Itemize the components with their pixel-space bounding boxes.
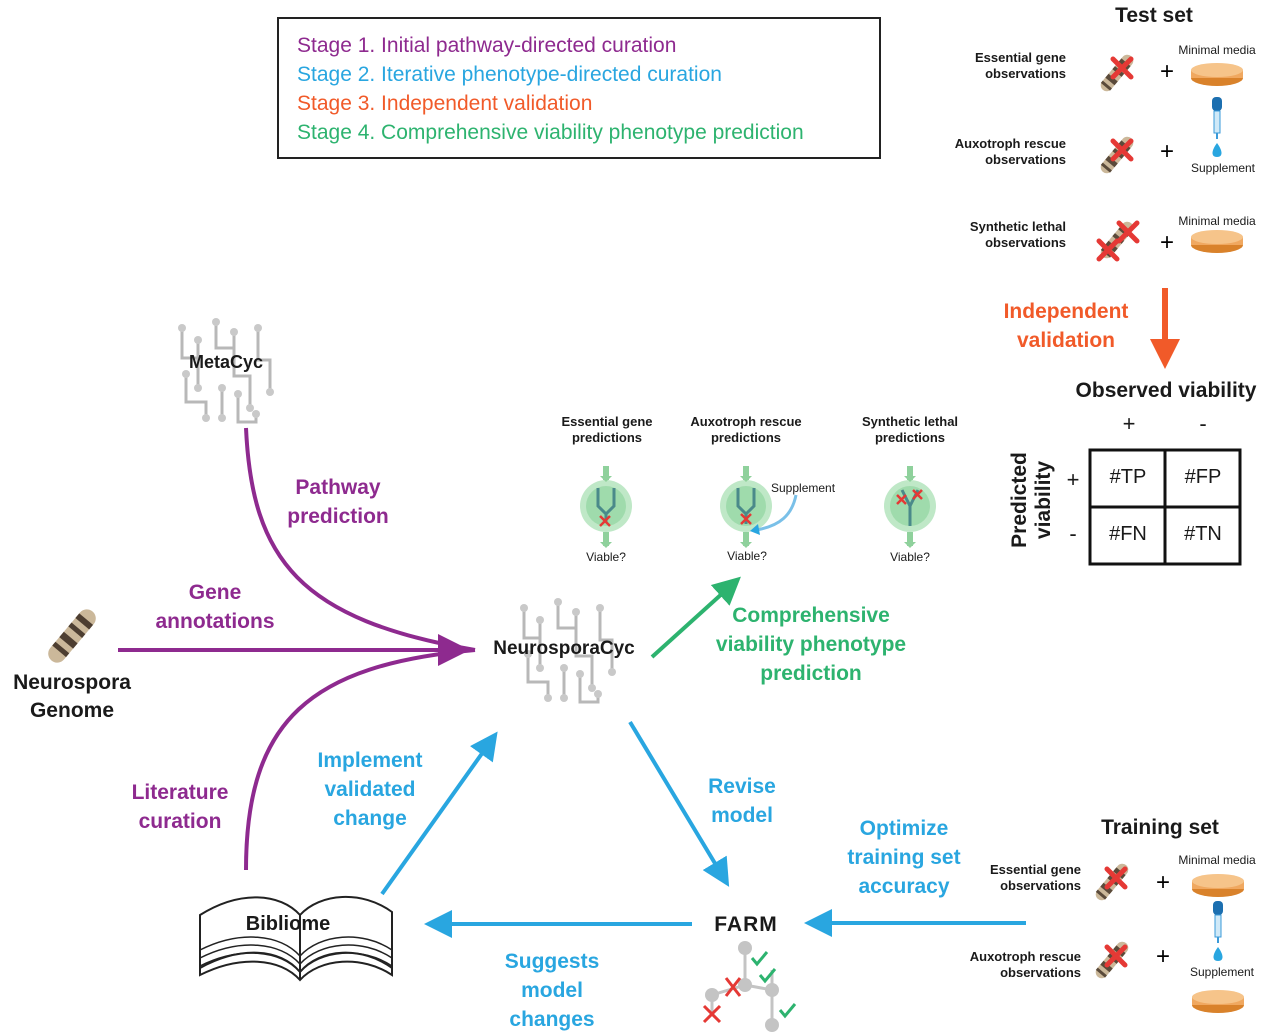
independent-validation-label: Independent validation <box>1003 300 1129 352</box>
confusion-matrix-grid <box>1088 448 1242 566</box>
test-supplement-label: Supplement <box>1190 161 1256 175</box>
test-synthetic-lethal-label: Synthetic lethal observations <box>969 219 1066 250</box>
training-minimal-media-label: Minimal media <box>1178 853 1256 867</box>
true-negative-cell: #TN <box>1184 523 1222 545</box>
pathway-prediction-arrow <box>244 427 476 652</box>
prediction-supplement-label: Supplement <box>771 481 836 495</box>
essential-gene-viable-label: Viable? <box>586 550 626 564</box>
literature-curation-arrow <box>244 648 476 871</box>
metacyc-label: MetaCyc <box>188 352 264 372</box>
revise-model-arrow <box>628 720 730 887</box>
stage-2-label: Stage 2. Iterative phenotype-directed cu… <box>297 63 722 86</box>
test-minimal-media-label-2: Minimal media <box>1178 214 1256 228</box>
false-positive-cell: #FP <box>1184 466 1222 488</box>
auxotroph-rescue-prediction-icon <box>720 466 798 548</box>
stage-3-label: Stage 3. Independent validation <box>297 92 593 115</box>
literature-curation-label: Literature curation <box>131 781 229 833</box>
farm-network-icon <box>702 941 797 1032</box>
auxotroph-rescue-viable-label: Viable? <box>727 549 767 563</box>
farm-label: FARM <box>714 913 778 936</box>
test-plus-1: + <box>1159 58 1175 85</box>
stage-legend-box: Stage 1. Initial pathway-directed curati… <box>277 17 881 159</box>
test-plus-2: + <box>1159 138 1175 165</box>
stage-1-label: Stage 1. Initial pathway-directed curati… <box>297 34 677 57</box>
optimize-training-set-accuracy-label: Optimize training set accuracy <box>847 817 961 898</box>
observed-viability-title: Observed viability <box>1075 379 1257 402</box>
training-auxotroph-rescue-label: Auxotroph rescue observations <box>969 949 1081 980</box>
neurospora-genome-label: Neurospora Genome <box>13 671 131 723</box>
revise-model-label: Revise model <box>708 775 776 827</box>
training-essential-gene-label: Essential gene observations <box>989 862 1081 893</box>
test-set-title: Test set <box>1115 4 1193 27</box>
false-negative-cell: #FN <box>1109 523 1147 545</box>
neurosporacyc-label: NeurosporaCyc <box>493 638 635 659</box>
test-essential-gene-label: Essential gene observations <box>974 50 1066 81</box>
synthetic-lethal-predictions-label: Synthetic lethal predictions <box>861 414 959 445</box>
true-positive-cell: #TP <box>1109 466 1147 488</box>
comprehensive-prediction-arrow <box>650 576 741 659</box>
essential-gene-prediction-icon <box>580 466 632 548</box>
pathway-prediction-label: Pathway prediction <box>287 476 389 528</box>
comprehensive-prediction-label: Comprehensive viability phenotype predic… <box>715 604 907 685</box>
predicted-plus-label: + <box>1066 467 1080 492</box>
implement-change-arrow <box>380 731 498 896</box>
suggests-model-changes-label: Suggests model changes <box>504 950 600 1031</box>
test-minimal-media-label-1: Minimal media <box>1178 43 1256 57</box>
observed-minus-label: - <box>1199 411 1207 436</box>
stage-4-label: Stage 4. Comprehensive viability phenoty… <box>297 121 804 144</box>
implement-validated-change-label: Implement validated change <box>317 749 423 830</box>
training-supplement-label: Supplement <box>1189 965 1255 979</box>
test-plus-3: + <box>1159 229 1175 256</box>
auxotroph-rescue-predictions-label: Auxotroph rescue predictions <box>690 414 802 445</box>
observed-plus-label: + <box>1122 411 1136 436</box>
essential-gene-predictions-label: Essential gene predictions <box>561 414 653 445</box>
bibliome-book-icon <box>199 895 393 982</box>
training-plus-2: + <box>1155 943 1171 970</box>
bibliome-label: Bibliome <box>245 913 331 935</box>
synthetic-lethal-viable-label: Viable? <box>890 550 930 564</box>
gene-annotations-label: Gene annotations <box>155 581 275 633</box>
neurospora-genome-chromosome-icon <box>48 609 96 663</box>
synthetic-lethal-prediction-icon <box>884 466 936 548</box>
test-auxotroph-rescue-label: Auxotroph rescue observations <box>954 136 1066 167</box>
predicted-minus-label: - <box>1069 521 1077 546</box>
training-set-title: Training set <box>1101 816 1219 839</box>
training-plus-1: + <box>1155 869 1171 896</box>
predicted-viability-title: Predicted viability <box>1007 452 1055 548</box>
